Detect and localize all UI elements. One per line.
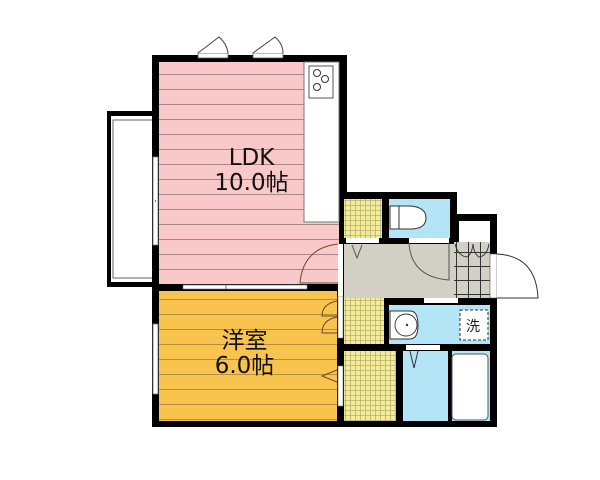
closet-upper (344, 291, 384, 344)
ldk-name: LDK (228, 145, 275, 171)
room-entrance-hall (344, 244, 454, 298)
bathtub-icon (451, 353, 489, 421)
western-room-label: 洋室 6.0帖 (197, 328, 292, 380)
washer-space (459, 309, 489, 341)
western-room-name: 洋室 (221, 328, 268, 354)
closet-lower (344, 351, 396, 421)
ldk-size: 10.0帖 (214, 170, 289, 197)
sink-icon (389, 310, 419, 340)
ldk-label: LDK 10.0帖 (204, 145, 299, 197)
ldk-door-icon (299, 243, 339, 284)
closet-ldk (344, 199, 382, 238)
entry-floor (454, 242, 490, 298)
toilet-door-icon (408, 242, 450, 281)
window-western-left (152, 323, 159, 395)
window-top-right (252, 36, 284, 59)
stove-icon (308, 65, 334, 99)
washer-label: 洗 (466, 319, 480, 335)
balcony (107, 111, 155, 287)
shoe-box (459, 221, 490, 242)
western-room-size: 6.0帖 (214, 353, 275, 380)
room-western (159, 291, 337, 421)
window-top-left (197, 36, 229, 59)
toilet-icon (389, 205, 427, 230)
front-door-icon (496, 253, 539, 299)
